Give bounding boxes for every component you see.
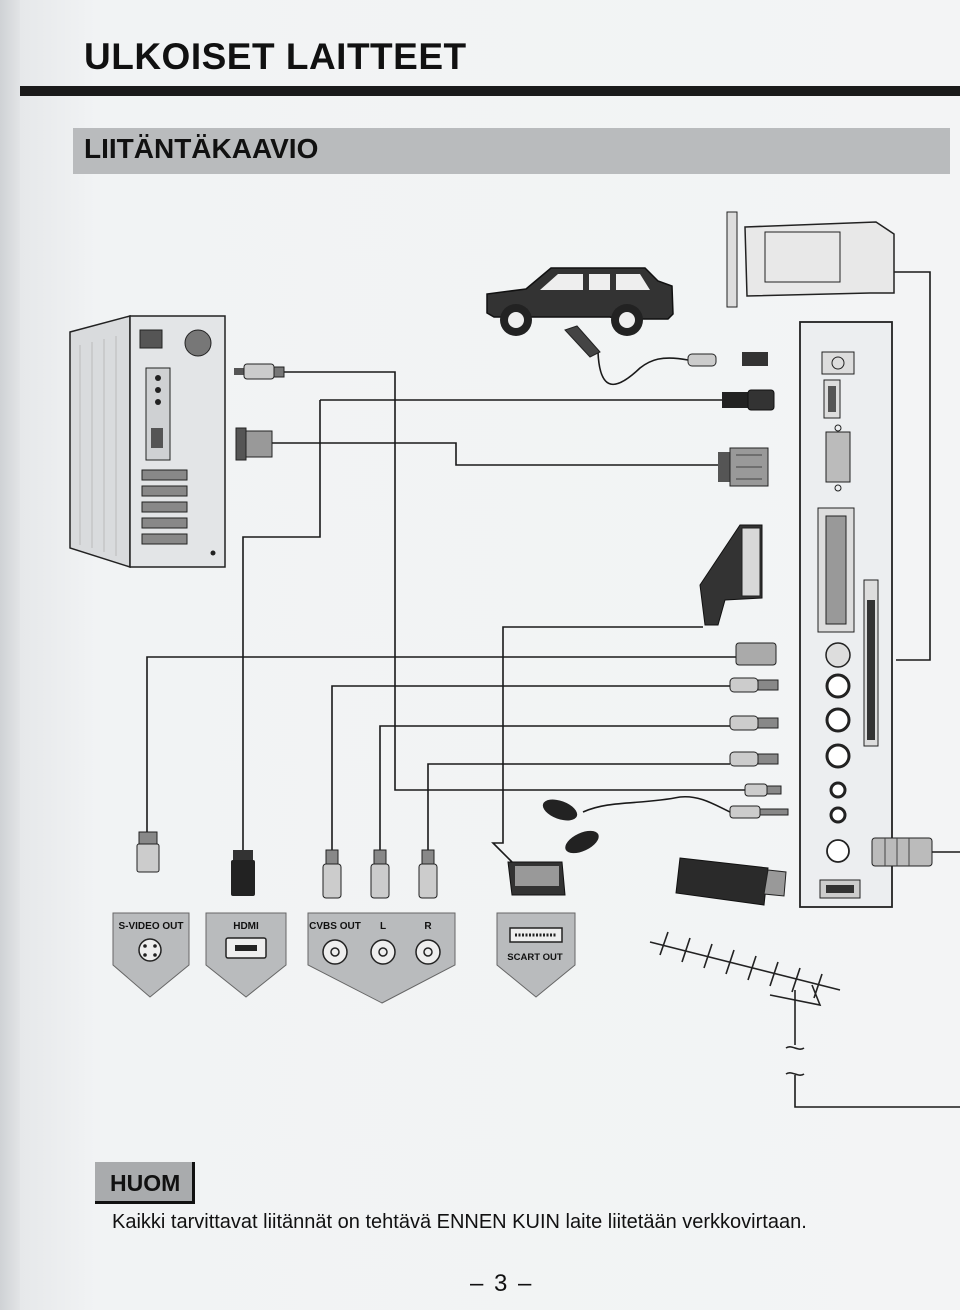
- cvbs-port-label: CVBS OUT: [309, 921, 361, 932]
- svideo-cable: [146, 656, 736, 870]
- car-icon: [486, 267, 674, 336]
- pc-audio-plug: [234, 363, 285, 380]
- title-rule: [20, 86, 960, 96]
- ci-module-line: [894, 271, 931, 661]
- antenna-cable: [794, 1075, 960, 1108]
- audio-left-port-label: L: [380, 921, 386, 932]
- headphones-icon: [542, 799, 789, 854]
- note-label: HUOM: [110, 1170, 181, 1196]
- usb-stick-icon: [675, 857, 787, 906]
- scart-plug: [699, 524, 763, 626]
- svideo-port-label: S-VIDEO OUT: [118, 921, 183, 932]
- page-binding-shadow: [0, 0, 20, 1310]
- scart-port-label: SCART OUT: [507, 952, 563, 963]
- scart-cable: [491, 626, 703, 863]
- audio-right-port-label: R: [424, 921, 432, 932]
- hdmi-port-shield: HDMI: [205, 912, 287, 998]
- section-bar: [73, 128, 950, 174]
- audio-left-cable: [379, 725, 730, 850]
- antenna-icon: [649, 931, 841, 1076]
- cvbs-cable: [331, 685, 730, 850]
- rca-plugs: [729, 677, 782, 797]
- audio-right-cable: [427, 763, 730, 850]
- hdmi-port-label: HDMI: [233, 921, 259, 932]
- pc-tower: [69, 315, 226, 569]
- car-charger-plug: [564, 325, 768, 367]
- car-charger-cable: [597, 351, 689, 386]
- vga-cable: [272, 442, 720, 466]
- audio-video-port-shield: CVBS OUT L R: [307, 912, 456, 1004]
- svideo-plug: [735, 642, 777, 666]
- source-plugs: [136, 831, 566, 899]
- page-number: – 3 –: [470, 1270, 534, 1297]
- cable-lines: [146, 271, 960, 1108]
- hdmi-device-cable: [242, 400, 321, 850]
- section-title: LIITÄNTÄKAAVIO: [84, 133, 319, 164]
- svideo-port-shield: S-VIDEO OUT: [112, 912, 190, 998]
- vga-plug: [718, 447, 769, 487]
- scart-port-shield: SCART OUT: [496, 912, 576, 998]
- hdmi-plug: [722, 389, 775, 411]
- pc-vga-plug: [235, 427, 273, 461]
- page-title: ULKOISET LAITTEET: [84, 36, 467, 77]
- note-tab: [95, 1162, 195, 1204]
- headphone-cable: [582, 795, 731, 813]
- tv-panel: [799, 321, 893, 908]
- pc-audio-cable: [282, 371, 745, 791]
- antenna-connector: [871, 837, 933, 867]
- ci-module-card: [726, 211, 895, 308]
- note-text: Kaikki tarvittavat liitännät on tehtävä …: [112, 1211, 807, 1233]
